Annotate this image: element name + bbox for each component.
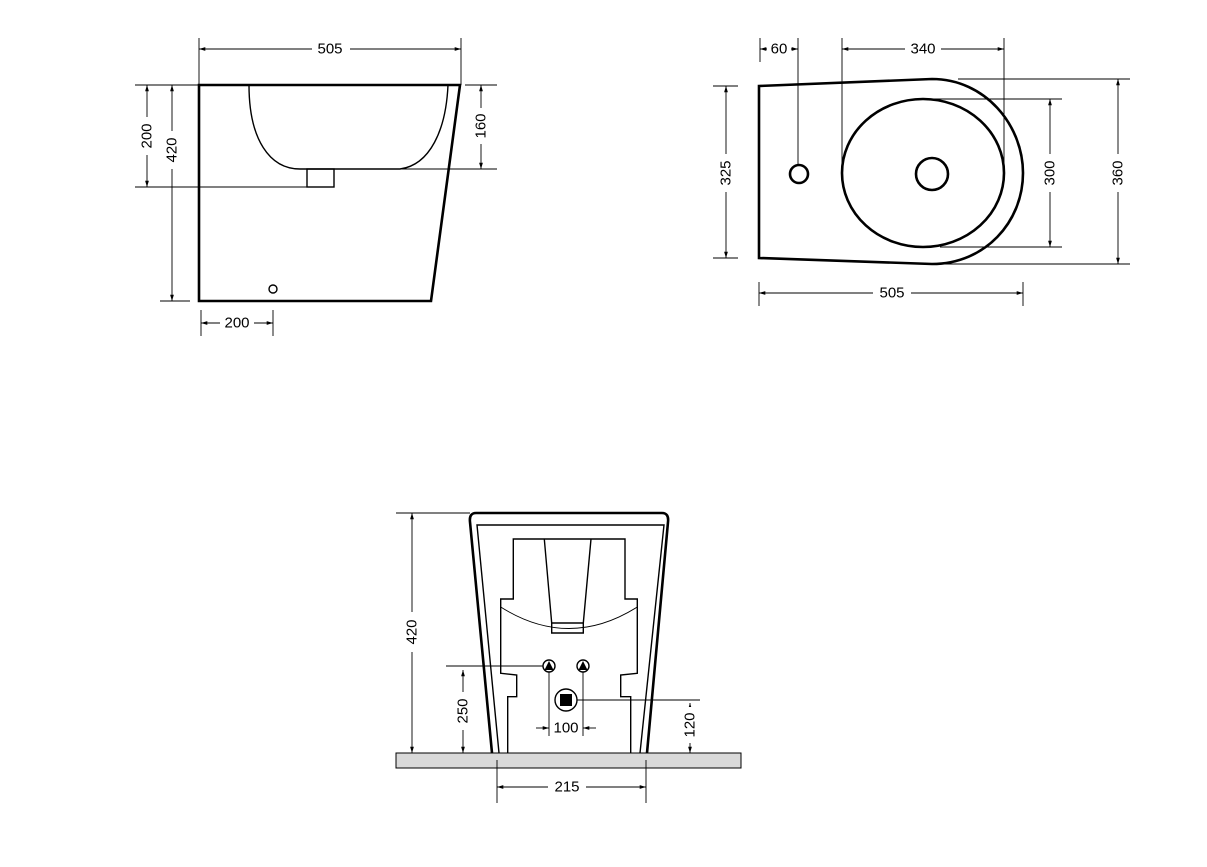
dim-top-length: 505 [879,285,904,302]
dim-front-inlet-height: 250 [455,698,472,723]
dim-side-width: 505 [317,41,342,58]
outlet-spigot [306,168,335,188]
front-view: 420 250 100 120 215 [395,511,742,803]
bowl-curve [500,606,638,629]
dim-front-height: 420 [404,619,421,644]
shell-outer [468,511,670,754]
drain-hole [914,156,950,192]
side-view: 505 200 420 160 200 [135,38,497,336]
dim-top-back-width: 325 [718,160,735,185]
dim-front-waste-height: 120 [682,712,699,737]
pedestal-back [500,538,638,753]
tap-hole [788,163,810,185]
fixing-hole [268,284,278,294]
inlet-arrow-icon [578,661,588,670]
side-outline [197,83,462,303]
inlet-arrow-icon [544,661,554,670]
bowl-rim [840,97,1006,249]
dim-front-base-width: 215 [554,779,579,796]
dim-top-bowl-width: 300 [1042,160,1059,185]
dim-side-outlet-from-back: 200 [224,315,249,332]
dim-top-bowl-length: 340 [910,41,935,58]
bowl-profile [248,84,449,170]
top-view: 60 340 325 300 360 505 [713,38,1130,306]
dimension-lines [396,512,700,803]
dim-side-bowl-outlet: 200 [139,123,156,148]
dim-top-inlet-offset: 60 [771,41,788,58]
shell-inner [476,524,665,754]
top-outline [757,77,1025,266]
dim-side-bowl-depth: 160 [473,113,490,138]
dim-top-overall-width: 360 [1110,160,1127,185]
dimension-lines [713,38,1130,306]
dim-side-height: 420 [164,137,181,162]
floor [395,752,742,769]
waste-square-icon [560,694,572,706]
dim-front-inlet-spacing: 100 [553,720,578,737]
trap-funnel [543,538,592,634]
